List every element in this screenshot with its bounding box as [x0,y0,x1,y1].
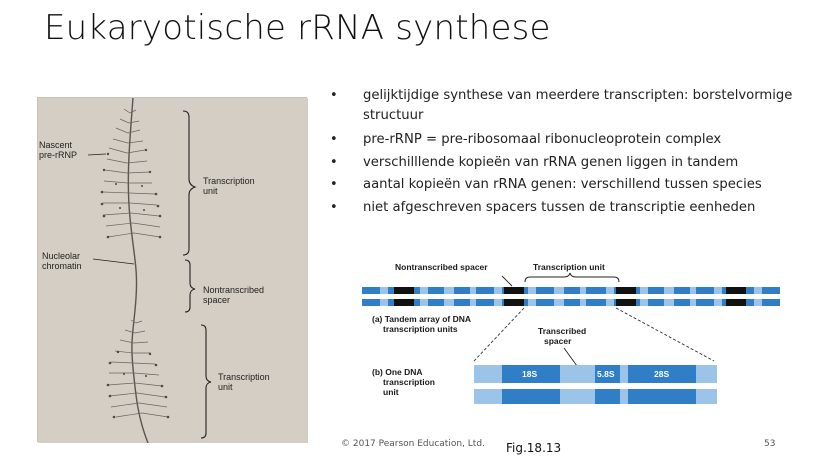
transcription-unit-bottom-label: Transcription unit [218,372,270,392]
bullet-dot: • [330,199,338,215]
dna-tandem-figure: Nontranscribed spacer Transcription unit… [362,258,792,418]
micrograph-pointer-lines [87,153,135,265]
bullet-item: •pre-rRNP = pre-ribosomaal ribonucleopro… [330,129,830,152]
transcribed-spacer-caption: Transcribed spacer [538,326,587,346]
micrograph-drawing [38,98,308,443]
micrograph-brackets [182,110,212,439]
micrograph-image: Nascent pre-rRNP Transcription unit Nucl… [37,97,308,443]
bullet-dot: • [330,154,338,170]
bottom-transcription-brush [107,319,169,418]
bullet-item: •verschilllende kopieën van rRNA genen l… [330,152,830,175]
panel-a-caption: (a) Tandem array of DNA transcription un… [372,314,472,334]
tandem-array-strands [362,287,780,306]
segment-18s-label: 18S [522,369,538,379]
bullet-list: •gelijktijdige synthese van meerdere tra… [330,86,830,219]
bullet-item: •gelijktijdige synthese van meerdere tra… [330,88,793,123]
nontranscribed-spacer-caption: Nontranscribed spacer [395,262,488,272]
top-transcription-brush [102,108,161,238]
nucleolar-chromatin-label: Nucleolar chromatin [42,251,82,271]
expanded-transcription-unit [474,365,717,404]
copyright-notice: © 2017 Pearson Education, Ltd. [341,439,485,449]
panel-b-caption: (b) One DNA transcription unit [372,367,435,397]
nascent-prerrnp-label: Nascent pre-rRNP [39,140,78,160]
bullet-item: •aantal kopieën van rRNA genen: verschil… [330,174,830,197]
bullet-dot: • [330,132,338,147]
page-number: 53 [764,439,776,449]
nontranscribed-spacer-label: Nontranscribed spacer [203,285,265,305]
dna-figure-drawing [362,272,780,404]
top-brush-dots [100,148,162,239]
bullet-item: •niet afgeschreven spacers tussen de tra… [330,197,830,220]
slide-title: Eukaryotische rRNA synthese [44,8,551,48]
bottom-brush-dots [106,350,170,419]
transcription-unit-caption: Transcription unit [533,262,605,272]
transcription-unit-top-label: Transcription unit [203,176,255,196]
segment-28s-label: 28S [654,369,670,379]
segment-58s-label: 5.8S [597,369,615,379]
bullet-dot: • [330,177,338,192]
figure-reference: Fig.18.13 [506,441,562,455]
bullet-dot: • [330,88,338,103]
